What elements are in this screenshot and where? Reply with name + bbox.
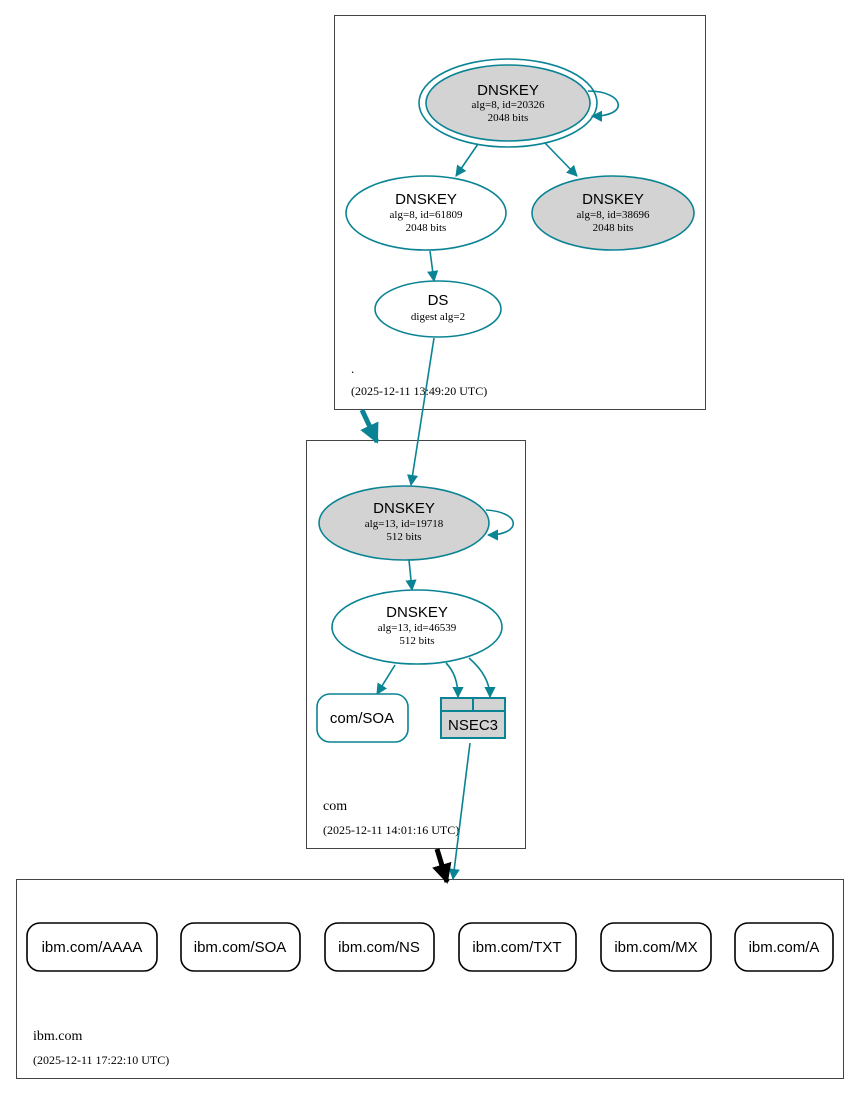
node-com-nsec3[interactable]: NSEC3 xyxy=(440,697,506,739)
zone-ibm-timestamp: (2025-12-11 17:22:10 UTC) xyxy=(33,1053,169,1067)
node-root-zsk2-line2: 2048 bits xyxy=(593,222,634,234)
node-com-zsk-title: DNSKEY xyxy=(386,604,448,621)
delegation-com-to-ibm-arrow xyxy=(432,848,452,884)
edge-com-zsk-to-nsec3-a xyxy=(445,662,464,699)
rrset-ibm-aaaa[interactable]: ibm.com/AAAA xyxy=(26,922,158,972)
node-root-zsk2-line1: alg=8, id=38696 xyxy=(577,209,650,221)
edge-root-ksk-to-zsk1 xyxy=(455,143,479,177)
node-com-nsec3-label: NSEC3 xyxy=(448,717,498,734)
rrset-ibm-txt[interactable]: ibm.com/TXT xyxy=(458,922,577,972)
edge-com-ksk-to-zsk xyxy=(405,559,417,592)
node-root-zsk1-line1: alg=8, id=61809 xyxy=(390,209,463,221)
zone-com-timestamp: (2025-12-11 14:01:16 UTC) xyxy=(323,823,459,837)
rrset-label: ibm.com/SOA xyxy=(194,939,287,956)
node-com-zsk-line2: 512 bits xyxy=(399,635,434,647)
delegation-root-to-com-arrow xyxy=(359,408,380,444)
node-root-ksk-line1: alg=8, id=20326 xyxy=(472,99,545,111)
node-com-zsk[interactable]: DNSKEY alg=13, id=46539 512 bits xyxy=(331,589,503,665)
rrset-label: ibm.com/A xyxy=(749,939,820,956)
node-com-ksk-title: DNSKEY xyxy=(373,500,435,517)
edge-com-zsk-to-nsec3-b xyxy=(468,657,496,699)
zone-com-name: com xyxy=(323,799,347,814)
rrset-ibm-a[interactable]: ibm.com/A xyxy=(734,922,834,972)
node-com-zsk-line1: alg=13, id=46539 xyxy=(378,622,457,634)
rrset-ibm-ns[interactable]: ibm.com/NS xyxy=(324,922,435,972)
zone-ibm-border xyxy=(16,879,844,1079)
node-root-ksk[interactable]: DNSKEY alg=8, id=20326 2048 bits xyxy=(418,58,598,148)
rrset-label: ibm.com/TXT xyxy=(472,939,561,956)
edge-nsec3-to-ibm-zone xyxy=(448,742,471,881)
node-com-ksk-line1: alg=13, id=19718 xyxy=(365,518,444,530)
node-root-zsk2-title: DNSKEY xyxy=(582,191,644,208)
node-com-soa-label: com/SOA xyxy=(330,710,394,727)
edge-com-zsk-to-soa xyxy=(376,664,396,695)
node-root-zsk-61809[interactable]: DNSKEY alg=8, id=61809 2048 bits xyxy=(345,175,507,251)
node-com-soa[interactable]: com/SOA xyxy=(316,693,409,743)
zone-root-timestamp: (2025-12-11 13:49:20 UTC) xyxy=(351,384,487,398)
edge-root-ksk-to-zsk2 xyxy=(544,142,578,177)
node-root-zsk-38696[interactable]: DNSKEY alg=8, id=38696 2048 bits xyxy=(531,175,695,251)
rrset-label: ibm.com/AAAA xyxy=(42,939,143,956)
edge-ds-to-com-ksk xyxy=(407,337,435,487)
node-root-ksk-line2: 2048 bits xyxy=(488,112,529,124)
node-root-ksk-title: DNSKEY xyxy=(477,82,539,99)
rrset-ibm-soa[interactable]: ibm.com/SOA xyxy=(180,922,301,972)
node-com-ksk-line2: 512 bits xyxy=(386,531,421,543)
zone-root-name: . xyxy=(351,361,354,376)
rrset-label: ibm.com/MX xyxy=(614,939,697,956)
node-com-ksk[interactable]: DNSKEY alg=13, id=19718 512 bits xyxy=(318,485,490,561)
edge-com-ksk-self xyxy=(485,509,515,541)
edge-root-zsk1-to-ds xyxy=(427,250,439,283)
edges xyxy=(376,90,619,881)
rrset-ibm-mx[interactable]: ibm.com/MX xyxy=(600,922,712,972)
node-root-ds[interactable]: DS digest alg=2 xyxy=(374,280,502,338)
node-root-ds-title: DS xyxy=(428,292,449,309)
rrset-label: ibm.com/NS xyxy=(338,939,420,956)
node-root-zsk1-line2: 2048 bits xyxy=(406,222,447,234)
node-root-ds-line1: digest alg=2 xyxy=(411,311,465,323)
zone-ibm-name: ibm.com xyxy=(33,1029,82,1044)
zone-ibm-cluster: ibm.com (2025-12-11 17:22:10 UTC) xyxy=(16,879,844,1079)
ibm-rrsets: ibm.com/AAAA ibm.com/SOA ibm.com/NS ibm.… xyxy=(26,922,834,972)
edge-root-ksk-self xyxy=(587,90,619,122)
node-root-zsk1-title: DNSKEY xyxy=(395,191,457,208)
